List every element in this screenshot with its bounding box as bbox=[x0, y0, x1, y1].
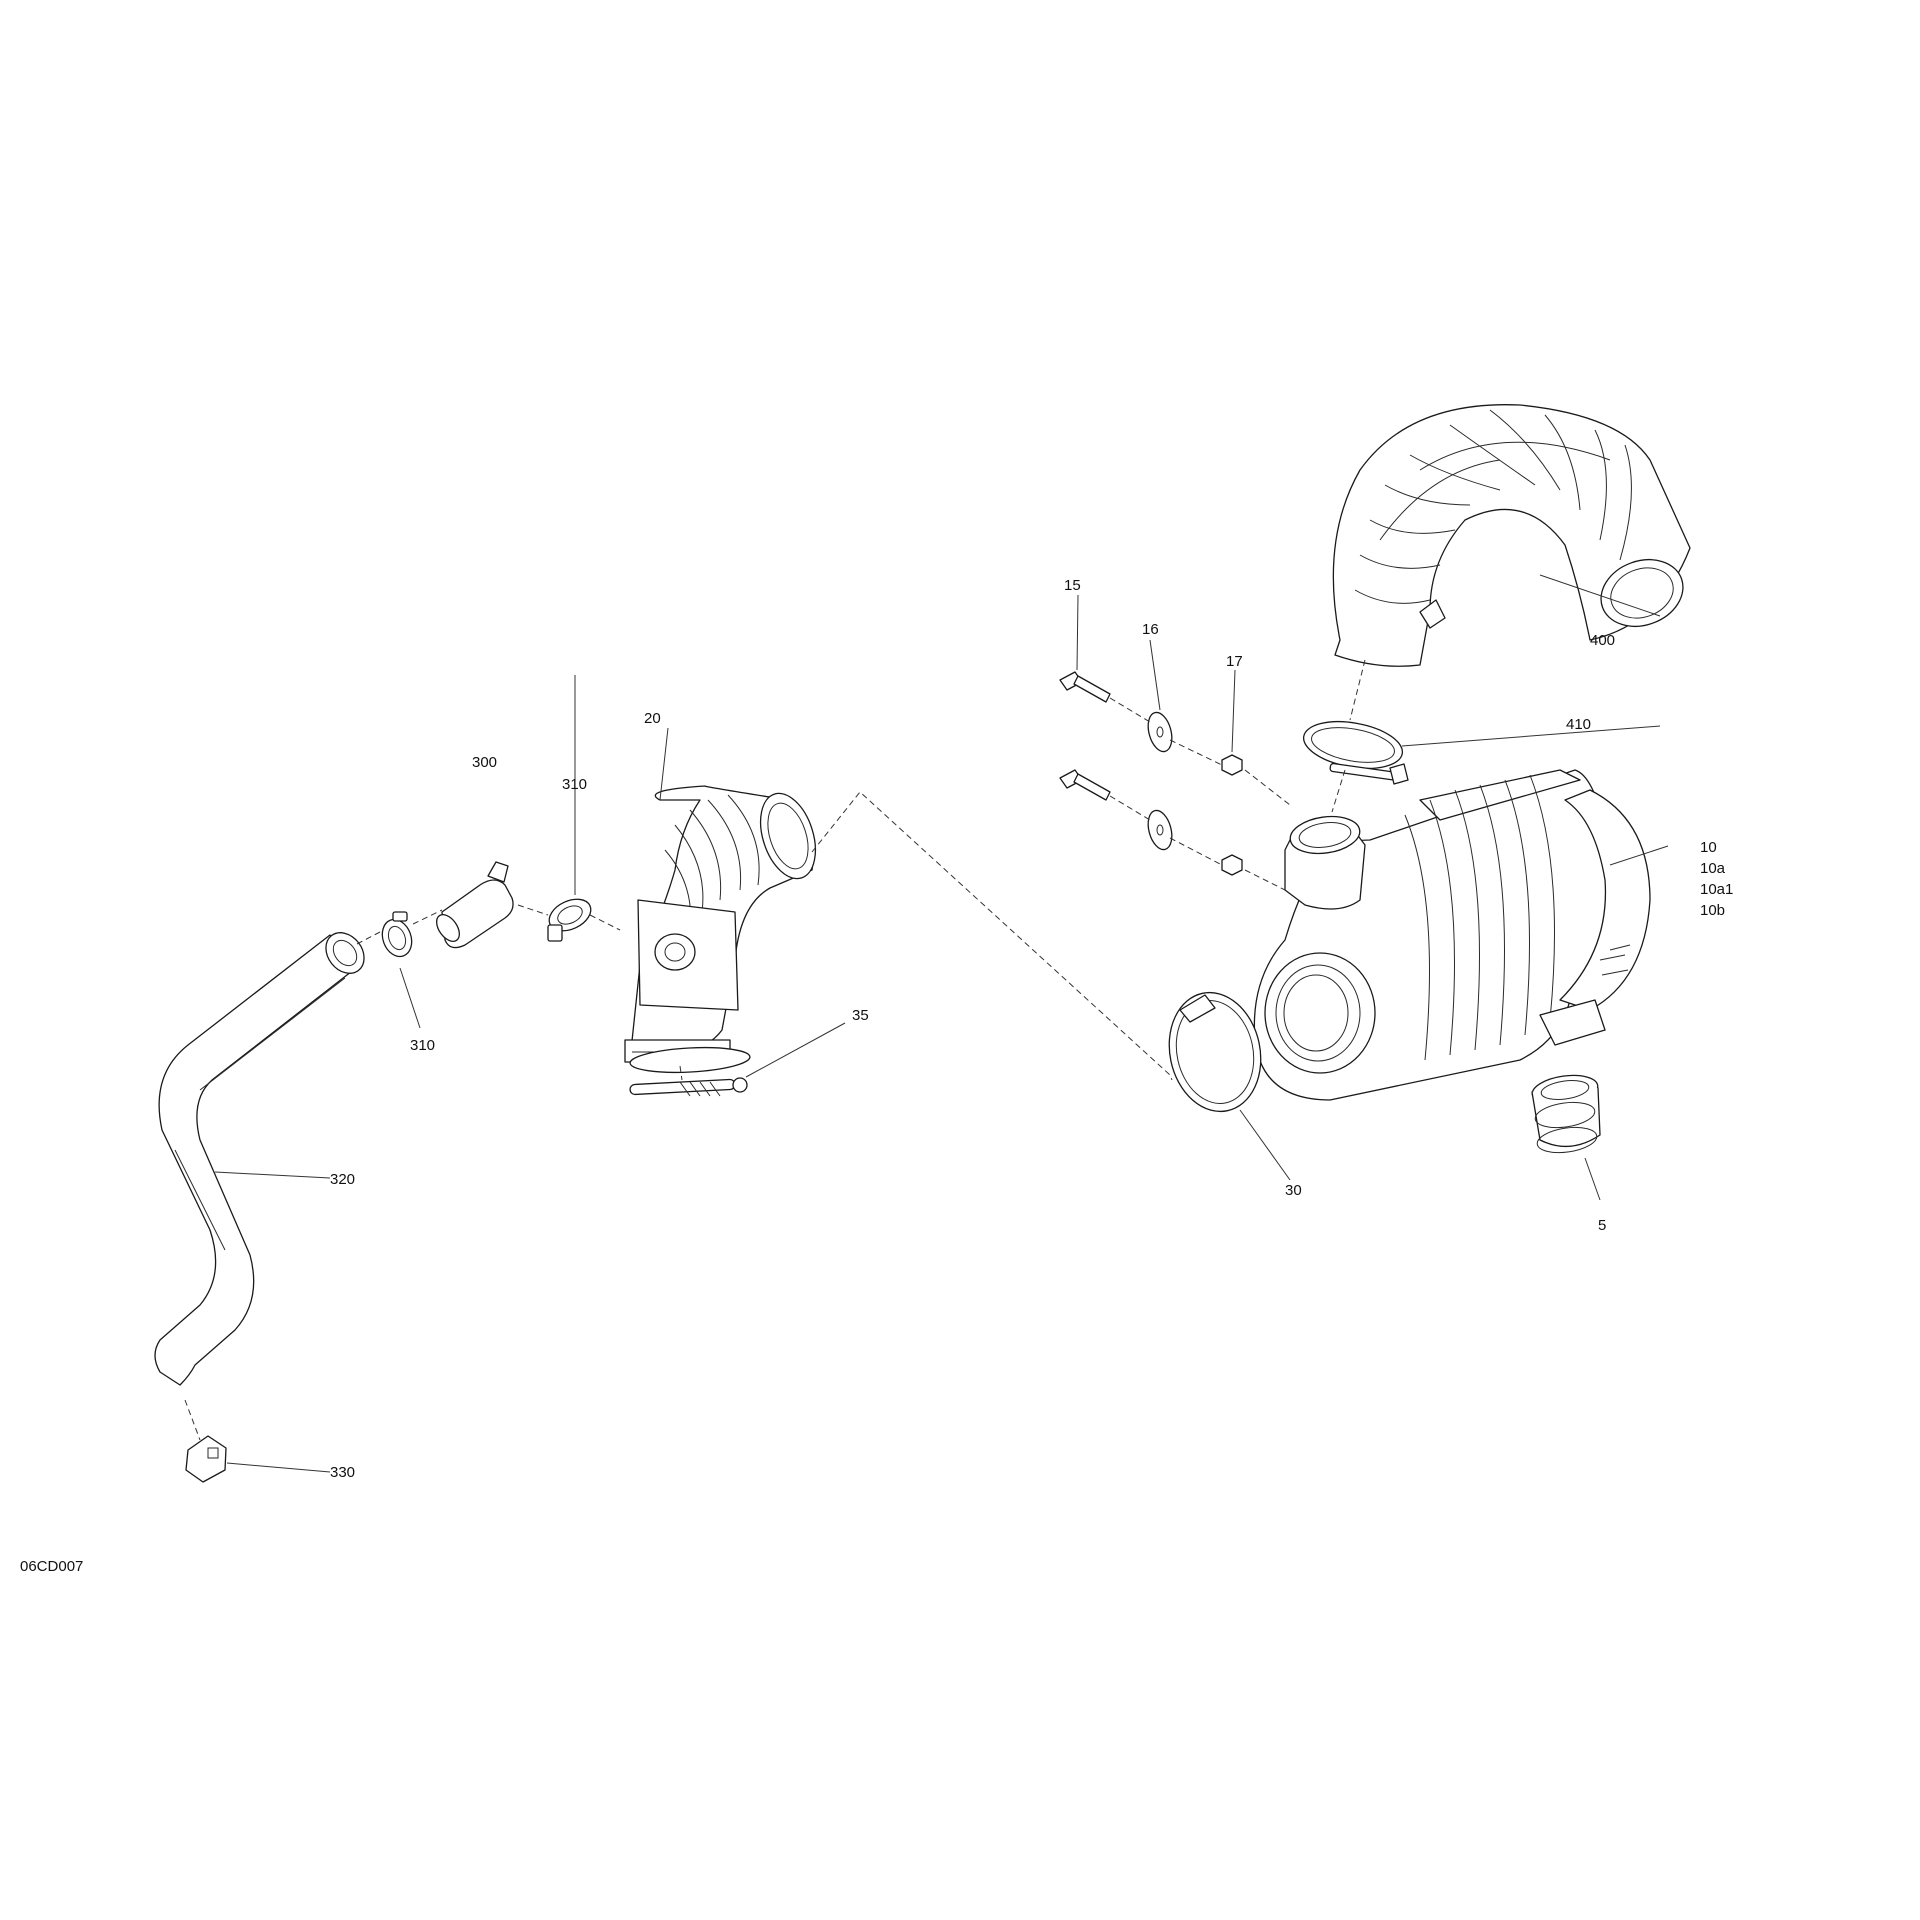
part-30-clamp bbox=[1168, 991, 1262, 1113]
callout-35: 35 bbox=[852, 1007, 869, 1024]
callout-5: 5 bbox=[1598, 1217, 1606, 1234]
part-35-band-clamp bbox=[629, 1046, 751, 1097]
part-300-elbow-fitting bbox=[436, 861, 514, 949]
part-20-intake-boot bbox=[624, 785, 817, 1063]
callout-300: 300 bbox=[472, 754, 497, 771]
callout-310-top: 310 bbox=[562, 776, 587, 793]
part-17-nut-lower bbox=[1221, 854, 1243, 876]
callout-17: 17 bbox=[1226, 653, 1243, 670]
part-10-air-filter-housing bbox=[1253, 769, 1651, 1101]
part-400-inlet-duct bbox=[1332, 404, 1691, 667]
callout-10a1: 10a1 bbox=[1700, 881, 1733, 898]
part-330-clip bbox=[185, 1435, 227, 1483]
callout-10b: 10b bbox=[1700, 902, 1725, 919]
callout-400: 400 bbox=[1590, 632, 1615, 649]
part-310-clamp-upper bbox=[547, 898, 592, 942]
diagram-reference-code: 06CD007 bbox=[20, 1558, 83, 1575]
callout-410: 410 bbox=[1566, 716, 1591, 733]
part-16-washer-upper bbox=[1147, 711, 1173, 753]
callout-310-bottom: 310 bbox=[410, 1037, 435, 1054]
part-320-breather-hose bbox=[154, 932, 365, 1386]
part-17-nut-upper bbox=[1221, 754, 1243, 776]
part-310-clamp-lower bbox=[381, 911, 413, 958]
callout-20: 20 bbox=[644, 710, 661, 727]
part-410-clamp bbox=[1302, 721, 1409, 785]
callout-320: 320 bbox=[330, 1171, 355, 1188]
part-5-rubber-adaptor bbox=[1531, 1074, 1601, 1154]
callout-labels: 15 16 17 20 300 310 310 35 320 330 400 4… bbox=[330, 577, 1733, 1481]
callout-16: 16 bbox=[1142, 621, 1159, 638]
callout-10: 10 bbox=[1700, 839, 1717, 856]
callout-15: 15 bbox=[1064, 577, 1081, 594]
callout-10a: 10a bbox=[1700, 860, 1726, 877]
part-15-bolt-upper bbox=[1059, 671, 1111, 703]
part-15-bolt-lower bbox=[1059, 769, 1111, 801]
leader-lines bbox=[214, 574, 1669, 1473]
assembly-lines bbox=[184, 659, 1366, 1441]
part-16-washer-lower bbox=[1147, 809, 1173, 851]
callout-330: 330 bbox=[330, 1464, 355, 1481]
callout-30: 30 bbox=[1285, 1182, 1302, 1199]
